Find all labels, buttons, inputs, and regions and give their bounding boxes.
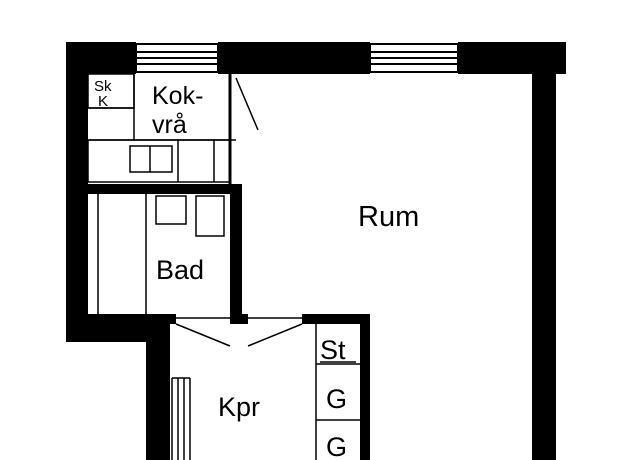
closets (315, 324, 360, 460)
label-st: St (320, 335, 346, 365)
hall-radiator (171, 377, 191, 460)
hall-top-wall-3 (302, 314, 368, 324)
bath-fixtures (97, 194, 225, 314)
label-k: K (98, 93, 108, 110)
bath-sink (195, 195, 225, 237)
label-g2: G (326, 432, 347, 460)
label-bad: Bad (156, 255, 204, 285)
kitchen-door-leaf (235, 77, 259, 131)
label-g1: G (326, 384, 347, 414)
bath-wc (155, 195, 187, 225)
label-kokvra-line2: vrå (152, 111, 187, 139)
top-wall-middle (218, 42, 370, 74)
closet-right-wall (360, 314, 370, 460)
left-wall-upper (66, 42, 88, 342)
kitchen-fixtures (87, 73, 259, 184)
walls (66, 42, 566, 460)
bath-right-wall (230, 184, 242, 324)
label-kokvra-line1: Kok- (152, 82, 203, 110)
label-kpr: Kpr (218, 392, 260, 422)
window-left (135, 43, 219, 73)
kitchen-sink (129, 145, 173, 173)
hall-top-wall-2 (230, 314, 248, 324)
right-wall (532, 42, 556, 460)
label-rum: Rum (358, 201, 419, 233)
hall-top-wall-1 (146, 314, 176, 324)
window-right (369, 43, 459, 73)
hall-doors (175, 317, 303, 347)
left-wall-lower (146, 314, 170, 460)
label-sk: Sk (94, 78, 112, 95)
kitchen-bath-wall (88, 184, 236, 194)
